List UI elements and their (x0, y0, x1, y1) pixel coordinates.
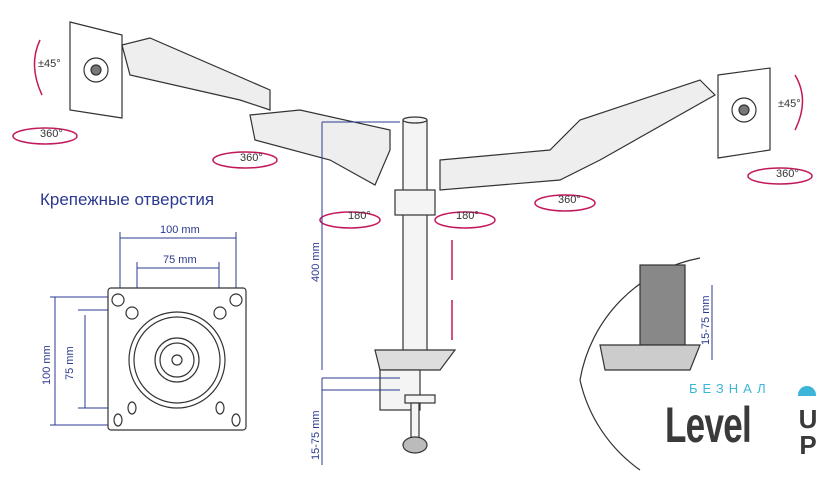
right-vesa-plate (717, 67, 771, 159)
right-monitor-swivel-label: 360° (776, 168, 799, 180)
logo-dot-icon (798, 386, 816, 396)
pole-left-rotation-label: 180° (348, 210, 371, 222)
pole (374, 116, 457, 454)
vesa-100-vertical-label: 100 mm (41, 345, 53, 385)
left-tilt-label: ±45° (38, 58, 61, 70)
logo-up-text: UP (798, 404, 818, 460)
inset-clamp-range-label: 15-75 mm (700, 295, 712, 345)
right-arm-swivel-label: 360° (558, 194, 581, 206)
vesa-75-vertical-label: 75 mm (64, 346, 76, 380)
logo-subtitle: БЕЗНАЛ (689, 381, 771, 396)
pole-right-rotation-label: 180° (456, 210, 479, 222)
vesa-100-horizontal-label: 100 mm (160, 224, 200, 236)
left-vesa-plate (69, 21, 123, 119)
left-arm-swivel-label: 360° (240, 152, 263, 164)
clamp-range-label: 15-75 mm (310, 410, 322, 460)
vesa-detail-plate (107, 287, 247, 431)
right-tilt-label: ±45° (778, 98, 801, 110)
mounting-holes-title: Крепежные отверстия (40, 190, 215, 209)
rotation-arrows (12, 39, 813, 340)
pole-height-label: 400 mm (310, 242, 322, 282)
logo-main-text: Level (665, 397, 752, 453)
clamp-detail-inset (579, 257, 701, 471)
levelup-logo: БЕЗНАЛ Level UP (655, 380, 840, 484)
vesa-75-horizontal-label: 75 mm (163, 254, 197, 266)
left-monitor-swivel-label: 360° (40, 128, 63, 140)
right-arm (439, 79, 716, 191)
left-arm (121, 37, 391, 186)
